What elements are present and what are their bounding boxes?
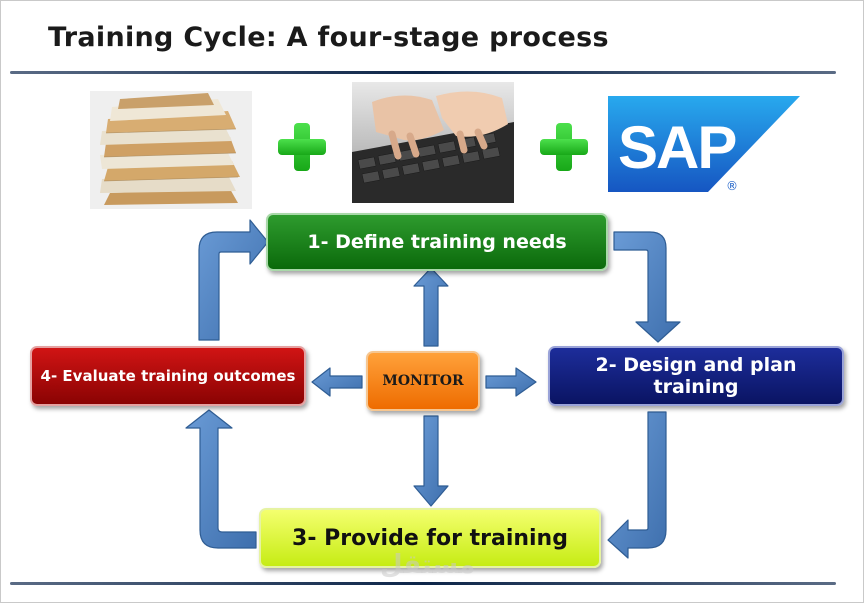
arrow-monitor-to-provide: [413, 415, 449, 507]
stage-evaluate-training-outcomes: 4- Evaluate training outcomes: [30, 346, 306, 406]
footer-divider: [10, 582, 836, 585]
stage-provide-label: 3- Provide for training: [292, 525, 568, 551]
sap-logo-text: SAP: [618, 114, 735, 181]
stage-design-label: 2- Design and plan training: [595, 354, 797, 398]
arrow-design-to-provide: [607, 411, 667, 559]
keyboard-typing-image: [352, 82, 514, 203]
slide-title: Training Cycle: A four-stage process: [48, 22, 609, 53]
arrow-provide-to-evaluate: [185, 409, 257, 549]
arrow-monitor-to-design: [485, 367, 537, 397]
title-divider: [10, 71, 836, 74]
stage-evaluate-label: 4- Evaluate training outcomes: [40, 367, 296, 385]
plus-icon: [540, 123, 588, 171]
arrow-monitor-to-define: [413, 267, 449, 347]
registered-mark: ®: [726, 179, 738, 193]
stage-design-and-plan-training: 2- Design and plan training: [548, 346, 844, 406]
arrow-define-to-design: [613, 231, 681, 343]
plus-icon: [278, 123, 326, 171]
watermark: مستقل: [380, 550, 476, 580]
arrow-evaluate-to-define: [198, 219, 269, 341]
stage-define-training-needs: 1- Define training needs: [266, 213, 608, 271]
paper-stack-image: [90, 91, 252, 209]
stage-provide-for-training: 3- Provide for training: [259, 508, 601, 568]
sap-logo: SAP ®: [608, 96, 800, 194]
monitor-box: MONITOR: [366, 351, 480, 411]
arrow-monitor-to-evaluate: [311, 367, 363, 397]
monitor-label: MONITOR: [382, 373, 464, 389]
stage-define-label: 1- Define training needs: [307, 231, 567, 253]
